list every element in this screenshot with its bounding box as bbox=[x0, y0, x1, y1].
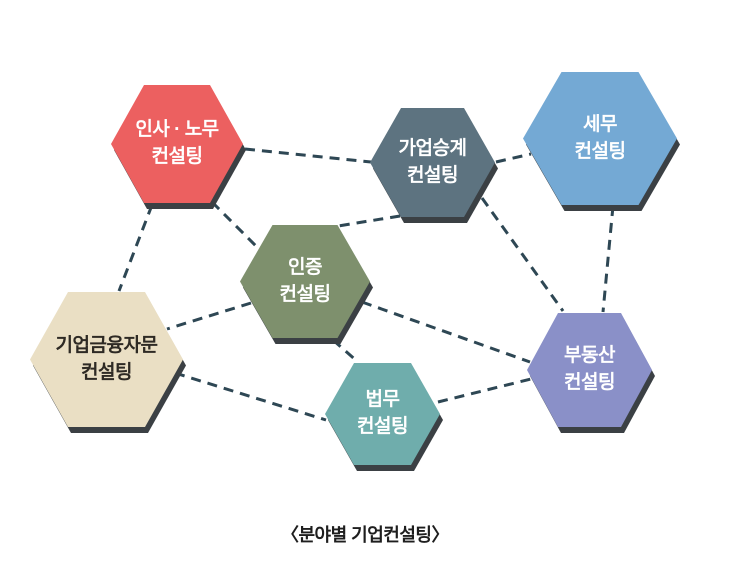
hex-label-line1: 부동산 bbox=[564, 345, 615, 367]
hex-label-line2: 컨설팅 bbox=[279, 283, 331, 305]
connector-succession-realestate bbox=[480, 197, 565, 312]
hexagon-shape bbox=[30, 292, 183, 427]
hex-label-line1: 세무 bbox=[583, 113, 617, 135]
hex-corporate-finance: 기업금융자문 컨설팅 bbox=[30, 292, 186, 433]
hexagon-shape bbox=[240, 225, 370, 338]
hex-tax: 세무 컨설팅 bbox=[523, 72, 680, 211]
hex-label: 가업승계 컨설팅 bbox=[370, 108, 495, 217]
connector-certification-finance bbox=[166, 301, 252, 331]
hex-label: 법무 컨설팅 bbox=[325, 363, 440, 465]
hex-label-line1: 인사 · 노무 bbox=[135, 119, 219, 141]
hex-legal: 법무 컨설팅 bbox=[325, 363, 443, 471]
connector-hr-succession bbox=[244, 147, 372, 164]
hex-label-line2: 컨설팅 bbox=[407, 164, 458, 186]
hex-label-line1: 가업승계 bbox=[398, 137, 467, 159]
hexagon-shape bbox=[325, 363, 440, 465]
connector-certification-realestate bbox=[361, 300, 531, 364]
connector-succession-certification bbox=[337, 214, 401, 228]
hex-label-line1: 기업금융자문 bbox=[55, 334, 158, 356]
hex-real-estate: 부동산 컨설팅 bbox=[527, 313, 655, 433]
hex-business-succession: 가업승계 컨설팅 bbox=[370, 108, 498, 223]
hexagon-shape bbox=[523, 72, 677, 205]
hex-label: 인증 컨설팅 bbox=[240, 225, 370, 338]
connector-legal-realestate bbox=[437, 377, 532, 404]
connector-tax-realestate bbox=[601, 205, 615, 313]
hex-label: 기업금융자문 컨설팅 bbox=[30, 292, 183, 427]
hex-label-line2: 컨설팅 bbox=[564, 372, 615, 393]
hex-label: 인사 · 노무 컨설팅 bbox=[111, 85, 243, 203]
connector-hr-certification bbox=[210, 200, 259, 249]
hex-label-line1: 법무 bbox=[365, 389, 400, 411]
hex-label-line2: 컨설팅 bbox=[357, 416, 408, 437]
connector-succession-tax bbox=[495, 152, 532, 164]
connector-finance-legal bbox=[174, 371, 327, 422]
hex-label-line2: 컨설팅 bbox=[81, 361, 132, 383]
hexagon-shape bbox=[527, 313, 652, 427]
hex-hr-labor: 인사 · 노무 컨설팅 bbox=[111, 85, 246, 209]
hexagon-shape bbox=[111, 85, 243, 203]
diagram-caption: 〈분야별 기업컨설팅〉 bbox=[281, 525, 449, 545]
hex-label-line1: 인증 bbox=[288, 256, 322, 278]
hex-label: 부동산 컨설팅 bbox=[527, 313, 652, 427]
hex-label-line2: 컨설팅 bbox=[151, 146, 203, 167]
hexagon-shape bbox=[370, 108, 495, 217]
hex-certification: 인증 컨설팅 bbox=[240, 225, 373, 344]
connector-hr-finance bbox=[117, 204, 154, 292]
hex-label: 세무 컨설팅 bbox=[523, 72, 677, 205]
hex-label-line2: 컨설팅 bbox=[574, 140, 626, 162]
